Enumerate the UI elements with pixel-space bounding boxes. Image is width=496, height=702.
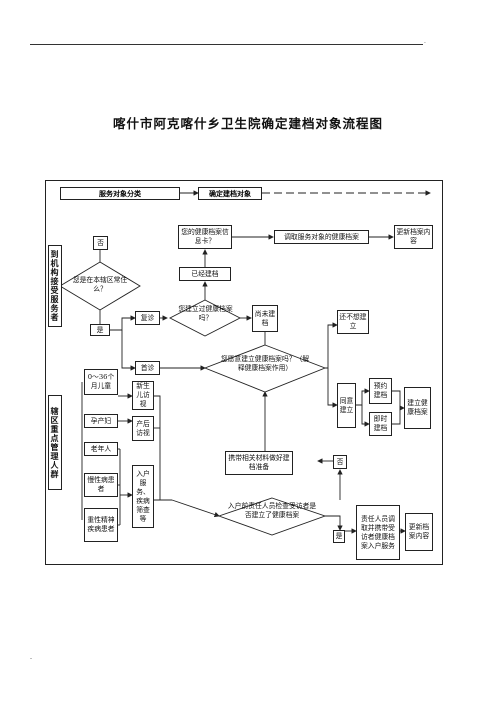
node-built-question: 您建立过健康档案吗？ bbox=[178, 305, 233, 322]
node-call-record: 调取服务对象的健康档案 bbox=[274, 230, 369, 244]
node-already-built: 已经建档 bbox=[179, 267, 231, 281]
node-follow-up: 复诊 bbox=[135, 311, 160, 325]
node-first-visit: 首诊 bbox=[135, 361, 160, 375]
node-newborn-visit: 新生儿访视 bbox=[132, 381, 154, 410]
node-not-want: 还不想建立 bbox=[337, 310, 369, 334]
flowchart-frame bbox=[45, 180, 443, 565]
header-target: 确定建档对象 bbox=[198, 187, 262, 200]
node-update-right: 更新档案内容 bbox=[405, 513, 433, 551]
node-card-question: 您的健康档案信息卡？ bbox=[178, 225, 232, 249]
node-chronic: 慢性病患者 bbox=[84, 473, 118, 497]
bottom-dot: - bbox=[30, 655, 33, 662]
top-dot: . bbox=[424, 38, 426, 45]
top-rule bbox=[30, 44, 423, 45]
header-category: 服务对象分类 bbox=[60, 187, 180, 200]
node-update-content: 更新档案内容 bbox=[394, 225, 433, 249]
node-create-record: 建立健康档案 bbox=[404, 387, 431, 429]
node-yes-right: 是 bbox=[333, 530, 345, 543]
node-check-question: 入户前责任人员检查受访者是否建立了健康档案 bbox=[227, 502, 317, 519]
node-materials: 携带相关材料做好建档准备 bbox=[225, 451, 293, 475]
node-pregnant: 孕产妇 bbox=[84, 414, 118, 428]
node-postpartum-visit: 产后访视 bbox=[132, 416, 154, 441]
node-not-built: 尚未建档 bbox=[252, 305, 278, 332]
node-no-top: 否 bbox=[93, 236, 108, 250]
node-willing-question: 您愿意建立健康档案吗？（解释健康档案作用） bbox=[220, 355, 310, 372]
node-appointment: 预约建档 bbox=[369, 378, 392, 404]
node-immediate: 即时建档 bbox=[369, 412, 392, 436]
node-responsible: 责任人员调取并携带受访者健康档案入户服务 bbox=[356, 505, 400, 560]
group-institution: 到机构接受服务者 bbox=[48, 245, 62, 327]
node-no-right: 否 bbox=[333, 455, 347, 469]
node-infant: 0～36个月儿童 bbox=[84, 369, 118, 395]
node-mental: 重性精神疾病患者 bbox=[84, 508, 118, 542]
node-resident-question: 您是在本辖区常住么？ bbox=[72, 276, 128, 293]
node-yes-left: 是 bbox=[90, 324, 110, 336]
node-elderly: 老年人 bbox=[84, 442, 118, 456]
node-home-visit: 入户服务、疾病筛查等 bbox=[132, 465, 154, 528]
group-community: 辖区重点管理人群 bbox=[48, 395, 62, 490]
page-title: 喀什市阿克喀什乡卫生院确定建档对象流程图 bbox=[112, 116, 383, 131]
node-agree: 同意建立 bbox=[337, 383, 356, 428]
